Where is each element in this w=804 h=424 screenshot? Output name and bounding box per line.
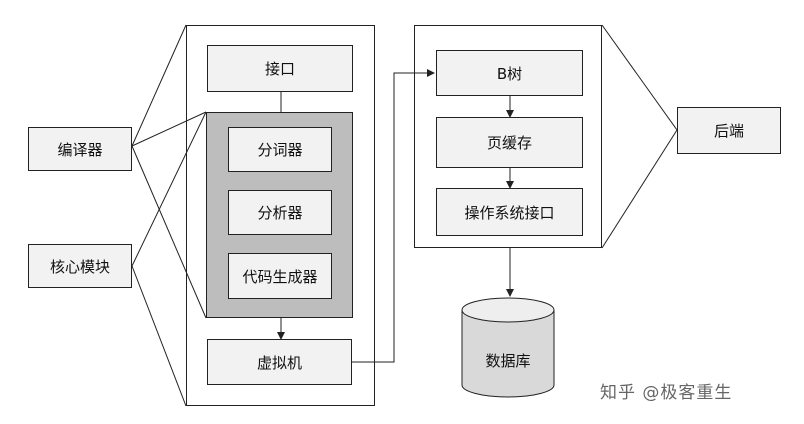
os-interface-box: 操作系统接口: [436, 188, 583, 236]
compiler-projection-bottom: [131, 111, 207, 147]
compiler-projection-low: [131, 145, 207, 319]
parser-box: 分析器: [228, 190, 332, 235]
compiler-box: 编译器: [28, 127, 132, 171]
interface-box: 接口: [207, 45, 353, 92]
database-label: 数据库: [485, 351, 531, 370]
core-module-box: 核心模块: [28, 244, 132, 288]
compiler-projection-top: [131, 24, 187, 147]
core-projection-top: [131, 111, 207, 267]
backend-box: 后端: [677, 107, 781, 154]
watermark: 知乎 @极客重生: [600, 383, 733, 403]
tokenizer-box: 分词器: [228, 127, 332, 172]
database-cylinder: [461, 297, 555, 398]
backend-projection-bottom: [601, 129, 678, 249]
vm-box: 虚拟机: [207, 339, 352, 385]
codegen-box: 代码生成器: [228, 253, 332, 299]
core-frame: [186, 25, 375, 406]
backend-frame: [414, 25, 602, 248]
btree-box: B树: [436, 50, 583, 96]
page-cache-box: 页缓存: [436, 117, 583, 168]
backend-projection-top: [601, 24, 678, 131]
core-projection-bottom: [131, 265, 187, 407]
